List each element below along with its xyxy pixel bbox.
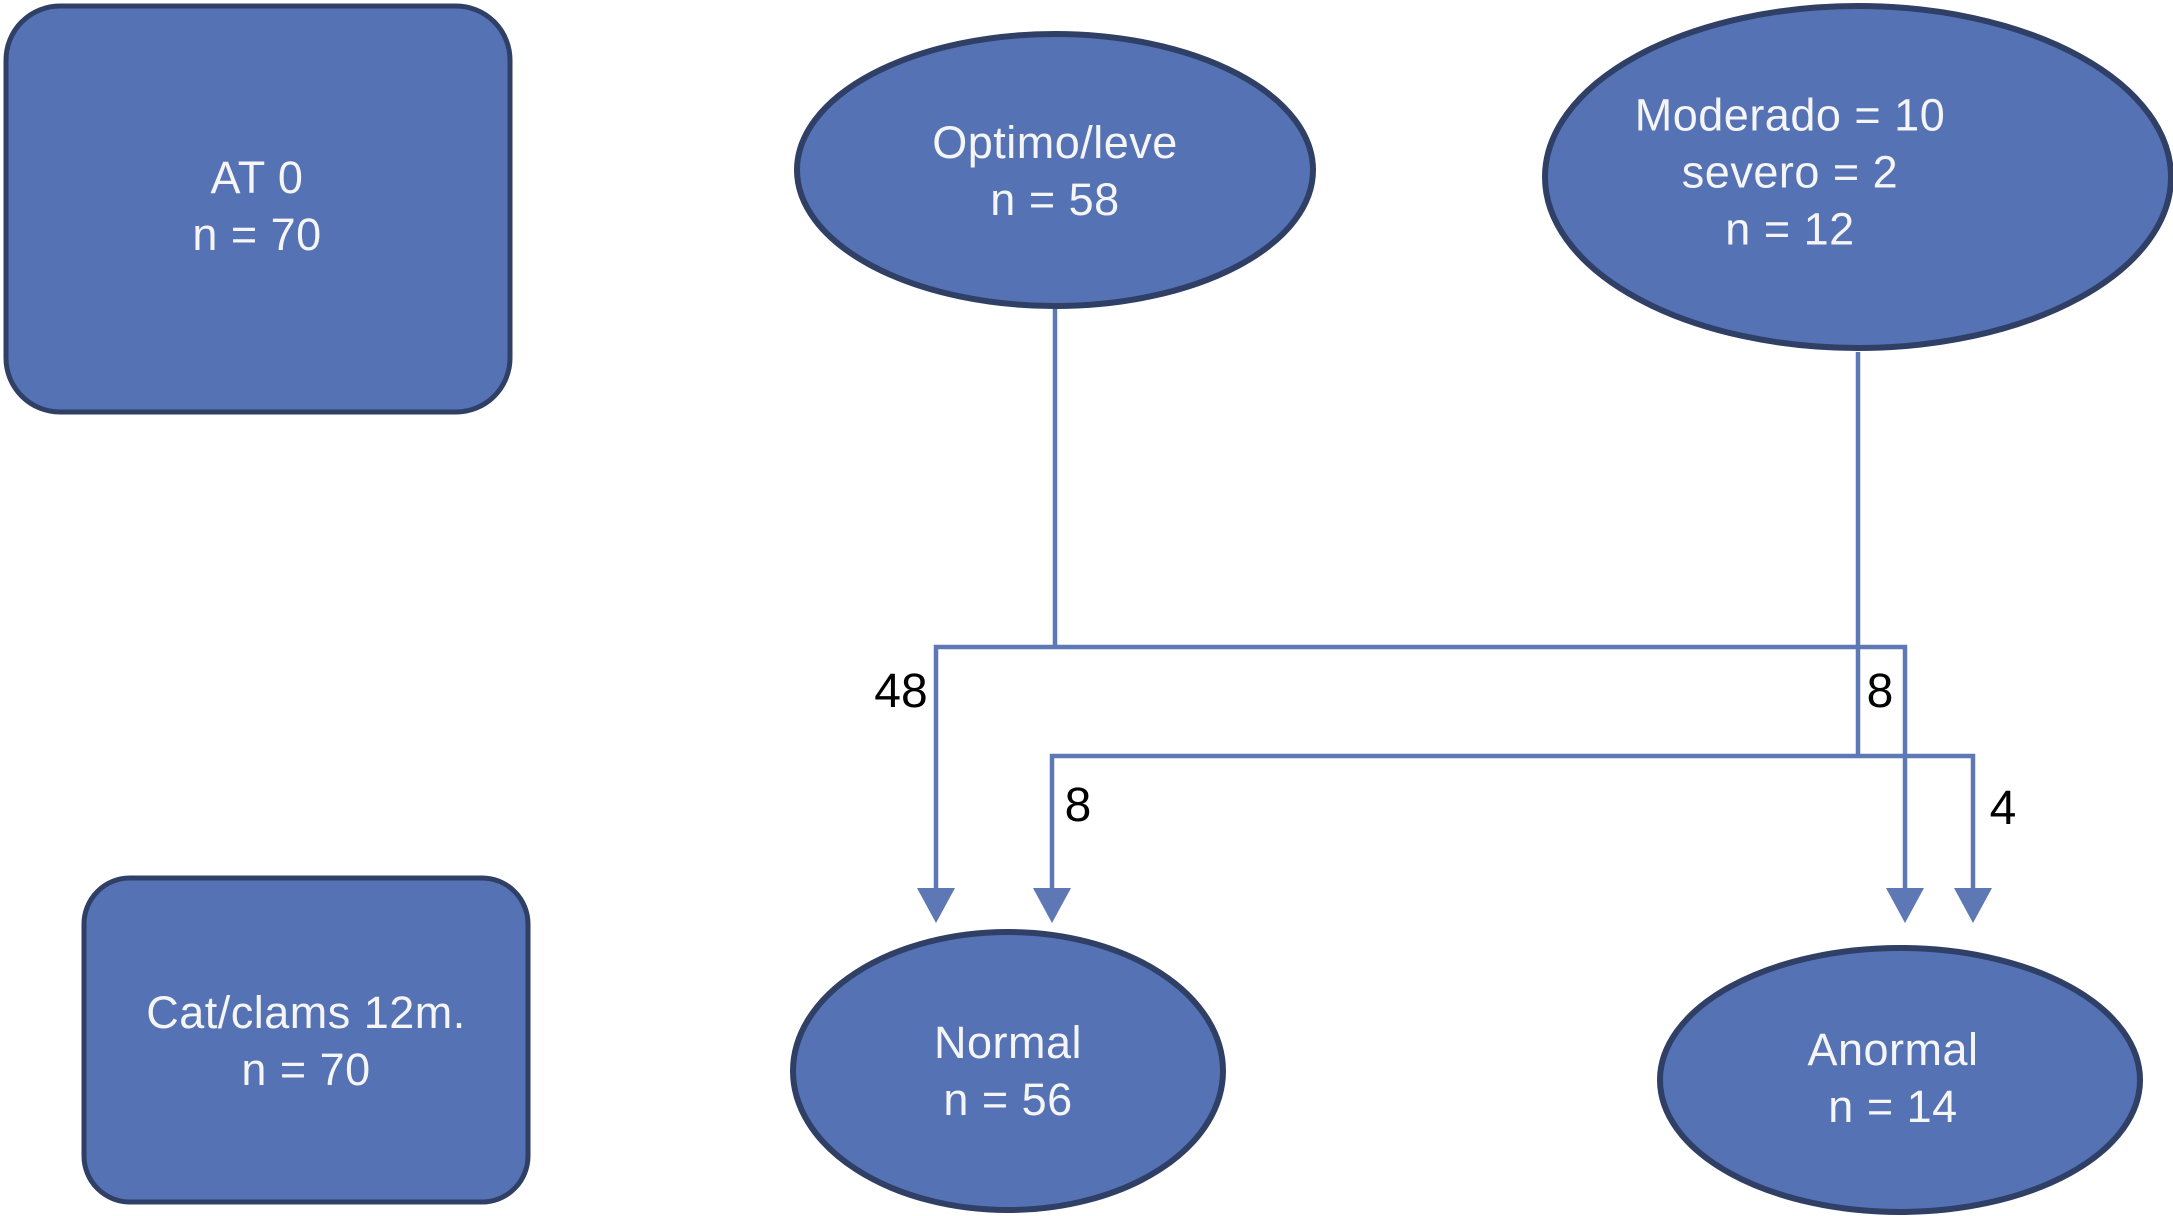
edge-label-moderado-anormal: 4 [1989,782,2017,835]
node-shape-at0 [3,3,513,415]
edge-label-moderado-normal: 8 [1064,779,1092,832]
node-shape-normal [790,929,1226,1213]
arrow-down-icon-normal-left [917,888,955,923]
node-shape-catclams [81,875,531,1205]
node-label-at0: AT 0 n = 70 [192,151,322,260]
arrow-down-icon-anormal-left [1886,888,1924,923]
node-label-catclams: Cat/clams 12m. n = 70 [146,986,466,1095]
edge-label-optimo-normal: 48 [874,665,928,718]
arrow-down-icon-anormal-right [1954,888,1992,923]
node-label-normal: Normal n = 56 [933,1016,1083,1125]
connector-moderado-branches [1049,753,1976,890]
node-label-optimo: Optimo/leve n = 58 [932,116,1178,225]
node-shape-moderado [1542,3,2173,351]
connector-optimo-branches [933,644,1908,890]
node-label-anormal: Anormal n = 14 [1807,1023,1979,1132]
node-label-moderado: Moderado = 10 severo = 2 n = 12 [1634,89,1946,255]
arrow-down-icon-normal-right [1033,888,1071,923]
node-shape-anormal [1657,945,2143,1215]
edge-label-optimo-anormal: 8 [1866,665,1894,718]
node-shape-optimo [794,31,1316,309]
